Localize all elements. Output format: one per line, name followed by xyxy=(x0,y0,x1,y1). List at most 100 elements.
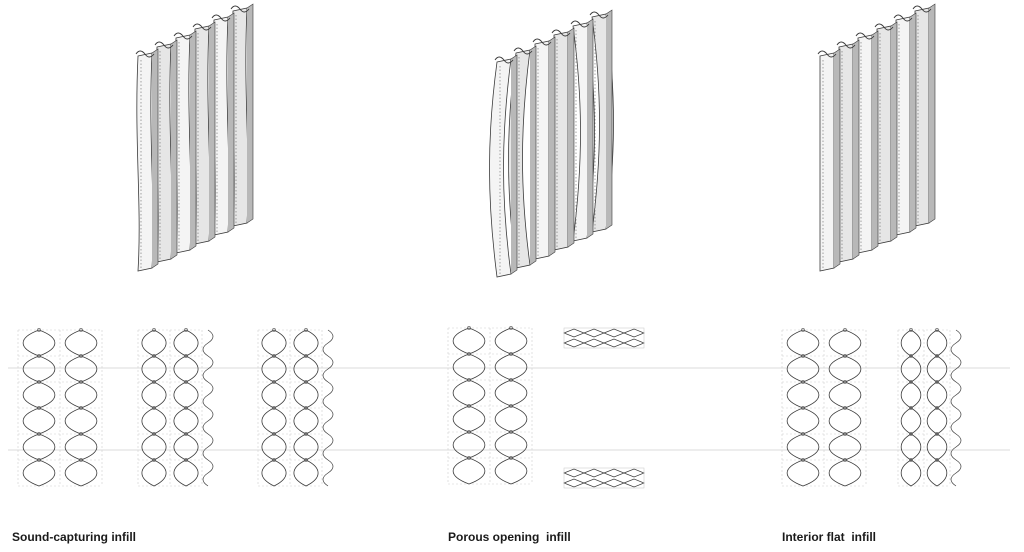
pattern-node xyxy=(801,458,805,462)
pattern-wave xyxy=(202,407,214,435)
model-fold-panel xyxy=(819,52,835,272)
model-fold-side xyxy=(510,54,518,275)
pattern-lens-cell xyxy=(828,355,862,383)
pattern-lens-cell xyxy=(452,327,486,355)
pattern-node xyxy=(152,432,156,436)
pattern-lens-cell xyxy=(173,355,199,383)
pattern-wave xyxy=(950,433,962,461)
model-fold-panel xyxy=(914,7,930,227)
pattern-node xyxy=(843,380,847,384)
pattern-node xyxy=(843,354,847,358)
pattern-lens-cell xyxy=(926,381,948,409)
pattern-strip-frame xyxy=(563,327,645,349)
pattern-lens-cell xyxy=(173,407,199,435)
pattern-lens-cell xyxy=(293,381,319,409)
model-fold-side xyxy=(928,3,936,224)
pattern-node xyxy=(801,380,805,384)
pattern-node xyxy=(801,328,805,332)
pattern-lens-cell xyxy=(828,407,862,435)
pattern-lens-cell xyxy=(786,329,820,357)
pattern-node xyxy=(509,326,513,330)
pattern-node xyxy=(467,378,471,382)
pattern-wave xyxy=(950,459,962,487)
pattern-lens-cell xyxy=(926,459,948,487)
isometric-models xyxy=(135,3,936,278)
model-fold-side xyxy=(548,36,556,257)
model-fold-side xyxy=(567,27,575,248)
pattern-node xyxy=(509,430,513,434)
pattern-node xyxy=(909,328,913,332)
pattern-node xyxy=(909,432,913,436)
pattern-lens-cell xyxy=(452,431,486,459)
model-top-rim xyxy=(173,32,193,40)
pattern-node xyxy=(37,458,41,462)
pattern-node xyxy=(272,458,276,462)
pattern-lens-cell xyxy=(261,329,287,357)
pattern-lens-cell xyxy=(494,431,528,459)
pattern-flat-2 xyxy=(897,328,962,487)
pattern-lens-cell xyxy=(141,381,167,409)
pattern-lens-cell xyxy=(261,407,287,435)
model-top-rim xyxy=(570,20,590,28)
model-fold-panel xyxy=(838,43,854,263)
pattern-porous-strip-1 xyxy=(563,467,645,489)
pattern-strip-cell xyxy=(583,328,605,338)
pattern-lens-cell xyxy=(64,459,98,487)
model-fold-panel xyxy=(553,31,569,251)
pattern-lens-cell xyxy=(22,355,56,383)
pattern-node xyxy=(304,432,308,436)
pattern-node xyxy=(272,380,276,384)
pattern-lens-cell xyxy=(64,407,98,435)
pattern-wave xyxy=(322,329,334,357)
pattern-node xyxy=(37,380,41,384)
pattern-node xyxy=(467,430,471,434)
model-top-rim xyxy=(836,41,856,49)
pattern-porous-main xyxy=(447,326,533,485)
pattern-node xyxy=(152,328,156,332)
pattern-lens-cell xyxy=(900,459,922,487)
pattern-lens-cell xyxy=(926,329,948,357)
pattern-lens-cell xyxy=(173,381,199,409)
pattern-lens-cell xyxy=(141,355,167,383)
pattern-lens-cell xyxy=(926,355,948,383)
pattern-node xyxy=(304,354,308,358)
pattern-lens-cell xyxy=(293,407,319,435)
model-top-rim xyxy=(211,14,231,22)
pattern-lens-cell xyxy=(141,433,167,461)
pattern-lens-cell xyxy=(900,329,922,357)
pattern-node xyxy=(909,380,913,384)
pattern-node xyxy=(935,328,939,332)
model-top-rim xyxy=(855,32,875,40)
pattern-wave xyxy=(322,407,334,435)
model-top-rim xyxy=(589,11,609,19)
pattern-node xyxy=(79,354,83,358)
pattern-node xyxy=(509,378,513,382)
pattern-lens-cell xyxy=(64,381,98,409)
pattern-strip-cell xyxy=(623,468,645,478)
model-fold-side xyxy=(208,21,216,242)
pattern-node xyxy=(184,458,188,462)
model-top-rim xyxy=(532,38,552,46)
pattern-node xyxy=(152,406,156,410)
pattern-node xyxy=(843,432,847,436)
pattern-lens-cell xyxy=(828,459,862,487)
pattern-lens-cell xyxy=(261,381,287,409)
pattern-lens-cell xyxy=(141,329,167,357)
pattern-node xyxy=(909,406,913,410)
pattern-strip-cell xyxy=(583,468,605,478)
pattern-lens-cell xyxy=(494,457,528,485)
model-top-rim xyxy=(893,14,913,22)
pattern-node xyxy=(272,328,276,332)
guide-lines xyxy=(8,367,1010,451)
pattern-lens-cell xyxy=(22,433,56,461)
pattern-wave xyxy=(322,381,334,409)
model-top-rim xyxy=(912,5,932,13)
pattern-lens-cell xyxy=(261,459,287,487)
pattern-lens-cell xyxy=(452,379,486,407)
pattern-lens-cell xyxy=(786,459,820,487)
pattern-node xyxy=(184,354,188,358)
pattern-lens-cell xyxy=(141,407,167,435)
pattern-wave xyxy=(950,329,962,357)
pattern-node xyxy=(272,432,276,436)
